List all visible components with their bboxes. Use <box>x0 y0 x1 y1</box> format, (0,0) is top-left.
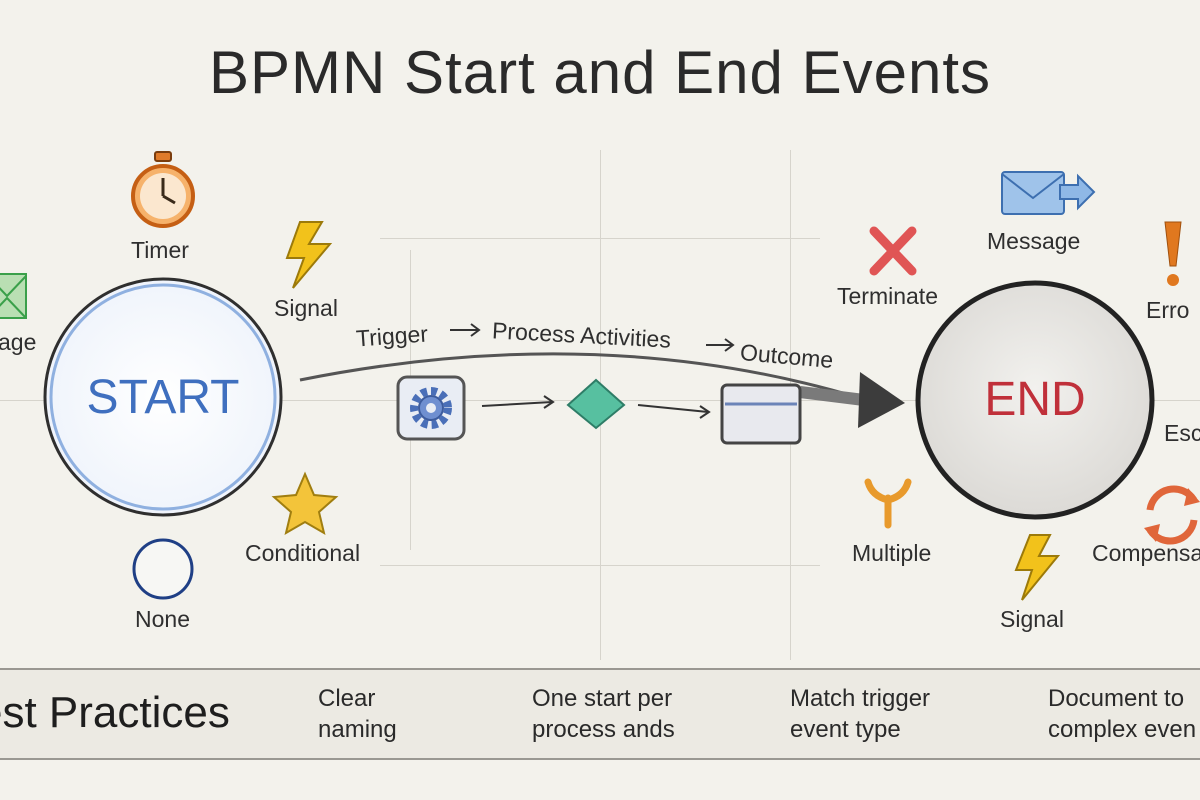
timer-icon <box>131 151 195 228</box>
best-practice-line: Document to <box>1048 685 1185 712</box>
flow-curve <box>299 352 861 400</box>
best-practice-line: One start per <box>532 685 673 712</box>
flow-arrow <box>637 404 711 419</box>
grid-line <box>380 238 820 239</box>
message-icon <box>0 273 27 319</box>
compensation-label: Compensa <box>1092 540 1200 566</box>
best-practices-bar <box>0 668 1200 760</box>
flow-arrow <box>481 395 555 409</box>
timer-label: Timer <box>131 237 189 263</box>
compensation-icon <box>1144 485 1200 545</box>
signal-end-label: Signal <box>1000 606 1064 632</box>
signal-icon <box>1014 534 1061 601</box>
flow-caption-trigger: Trigger <box>355 320 429 352</box>
best-practice-line: process ands <box>532 716 675 743</box>
task-box <box>720 383 802 445</box>
error-label: Erro <box>1146 297 1190 323</box>
end-event-circle <box>915 280 1155 520</box>
gateway-diamond <box>566 378 626 430</box>
flow-arrow-head <box>858 372 905 428</box>
best-practices-heading: est Practices <box>0 688 230 737</box>
best-practice-line: Clear <box>318 685 376 712</box>
multiple-icon <box>864 478 912 529</box>
star-icon <box>271 471 339 536</box>
start-event-inner-ring <box>49 283 277 511</box>
best-practice-line: event type <box>790 716 901 743</box>
end-event-label: END <box>984 373 1086 426</box>
page-title: BPMN Start and End Events <box>208 39 992 106</box>
grid-line <box>380 565 820 566</box>
best-practice-line: complex even <box>1048 716 1197 743</box>
signal-icon <box>285 221 333 289</box>
start-event-label: START <box>86 371 240 424</box>
message-start-label: age <box>0 329 37 355</box>
best-practice-line: naming <box>318 716 397 743</box>
best-practice-line: Match trigger <box>790 685 931 712</box>
message-send-icon <box>1001 171 1096 215</box>
terminate-label: Terminate <box>837 283 938 309</box>
start-event-circle <box>43 277 283 517</box>
message-end-label: Message <box>987 228 1081 254</box>
signal-start-label: Signal <box>274 295 338 321</box>
gear-icon <box>396 375 466 441</box>
multiple-label: Multiple <box>852 540 932 566</box>
escalation-label: Esc <box>1164 420 1200 446</box>
conditional-label: Conditional <box>245 540 361 566</box>
terminate-icon <box>869 226 917 276</box>
error-icon <box>1164 221 1182 286</box>
none-label: None <box>135 606 190 632</box>
none-event-icon <box>132 538 194 600</box>
